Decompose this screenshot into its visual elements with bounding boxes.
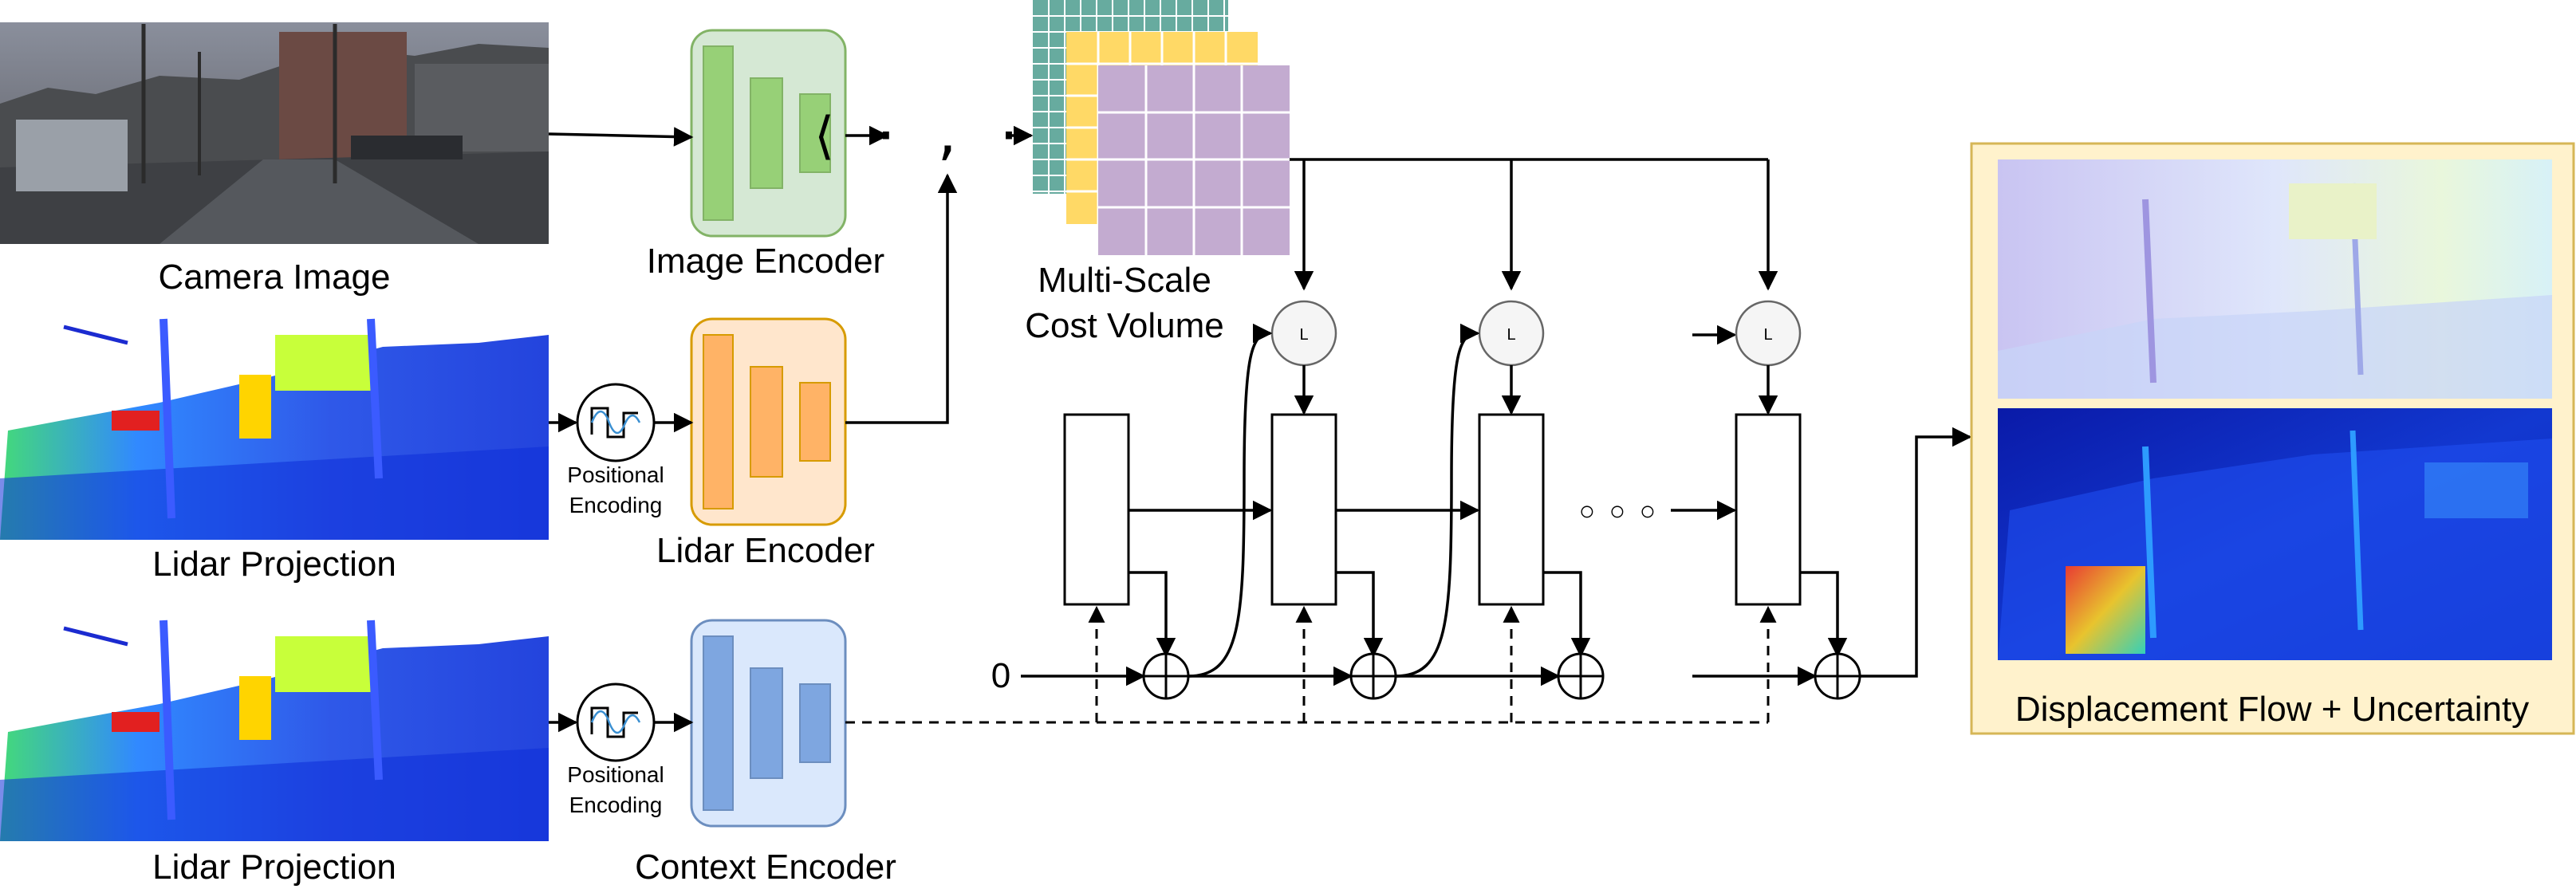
update-block-2 (1478, 413, 1545, 606)
lookup-label-3: L (1763, 326, 1772, 344)
update-block-1 (1270, 413, 1337, 606)
arrow-lidar-encoder-to-correlation (845, 173, 958, 424)
displacement-flow-image (1998, 159, 2552, 399)
adder-4 (1814, 652, 1861, 700)
lookup-label-1: L (1299, 326, 1308, 344)
lookup-node-3: L (1735, 300, 1802, 367)
arrow-block-3-to-adder-4 (1800, 571, 1848, 658)
lidar-projection-label-2: Lidar Projection (152, 848, 396, 887)
arrow-block-1-to-adder-2 (1336, 571, 1384, 658)
positional-encoding-label-2a: Positional (567, 762, 664, 787)
arrow-adder-2-feedback-to-lookup-3 (1395, 323, 1480, 678)
context-encoder-label: Context Encoder (635, 848, 896, 887)
image-encoder-label: Image Encoder (647, 242, 884, 281)
initial-flow-zero: 0 (991, 656, 1010, 695)
image-encoder (690, 29, 847, 238)
adder-1 (1142, 652, 1190, 700)
arrow-block-2-to-adder-3 (1543, 571, 1591, 658)
lookup-node-1: L (1270, 300, 1337, 367)
lidar-encoder-label: Lidar Encoder (656, 531, 875, 570)
positional-encoding-label-1b: Encoding (569, 493, 663, 517)
camera-image (0, 22, 549, 244)
adder-3 (1557, 652, 1605, 700)
update-block-0 (1063, 413, 1130, 606)
output-panel: Displacement Flow + Uncertainty (1970, 142, 2575, 735)
lidar-projection-2 (0, 616, 549, 841)
output-label: Displacement Flow + Uncertainty (2015, 690, 2529, 729)
cost-volume-label-2: Cost Volume (1025, 306, 1223, 345)
lidar-projection-label-1: Lidar Projection (152, 545, 396, 584)
arrow-block-0-to-adder-1 (1128, 571, 1176, 658)
arrow-adder-1-feedback-to-lookup-2 (1188, 323, 1273, 678)
positional-encoding-icon-1 (576, 383, 656, 462)
arrow-camera-to-image-encoder (548, 127, 694, 147)
camera-image-label: Camera Image (158, 258, 390, 297)
cost-volume-label-1: Multi-Scale (1038, 261, 1211, 300)
uncertainty-image (1998, 408, 2552, 660)
update-block-3 (1735, 413, 1802, 606)
positional-encoding-icon-2 (576, 683, 656, 762)
lidar-projection-1 (0, 315, 549, 540)
positional-encoding-label-1a: Positional (567, 462, 664, 487)
arrow-adder-4-to-output (1860, 427, 1972, 678)
lidar-encoder (690, 317, 847, 526)
adder-2 (1349, 652, 1397, 700)
lookup-node-2: L (1478, 300, 1545, 367)
positional-encoding-label-2b: Encoding (569, 793, 663, 817)
cost-volume-grid-purple (1098, 65, 1290, 255)
iteration-ellipsis: ○ ○ ○ (1579, 496, 1660, 526)
lookup-label-2: L (1507, 326, 1515, 344)
context-encoder (690, 619, 847, 828)
